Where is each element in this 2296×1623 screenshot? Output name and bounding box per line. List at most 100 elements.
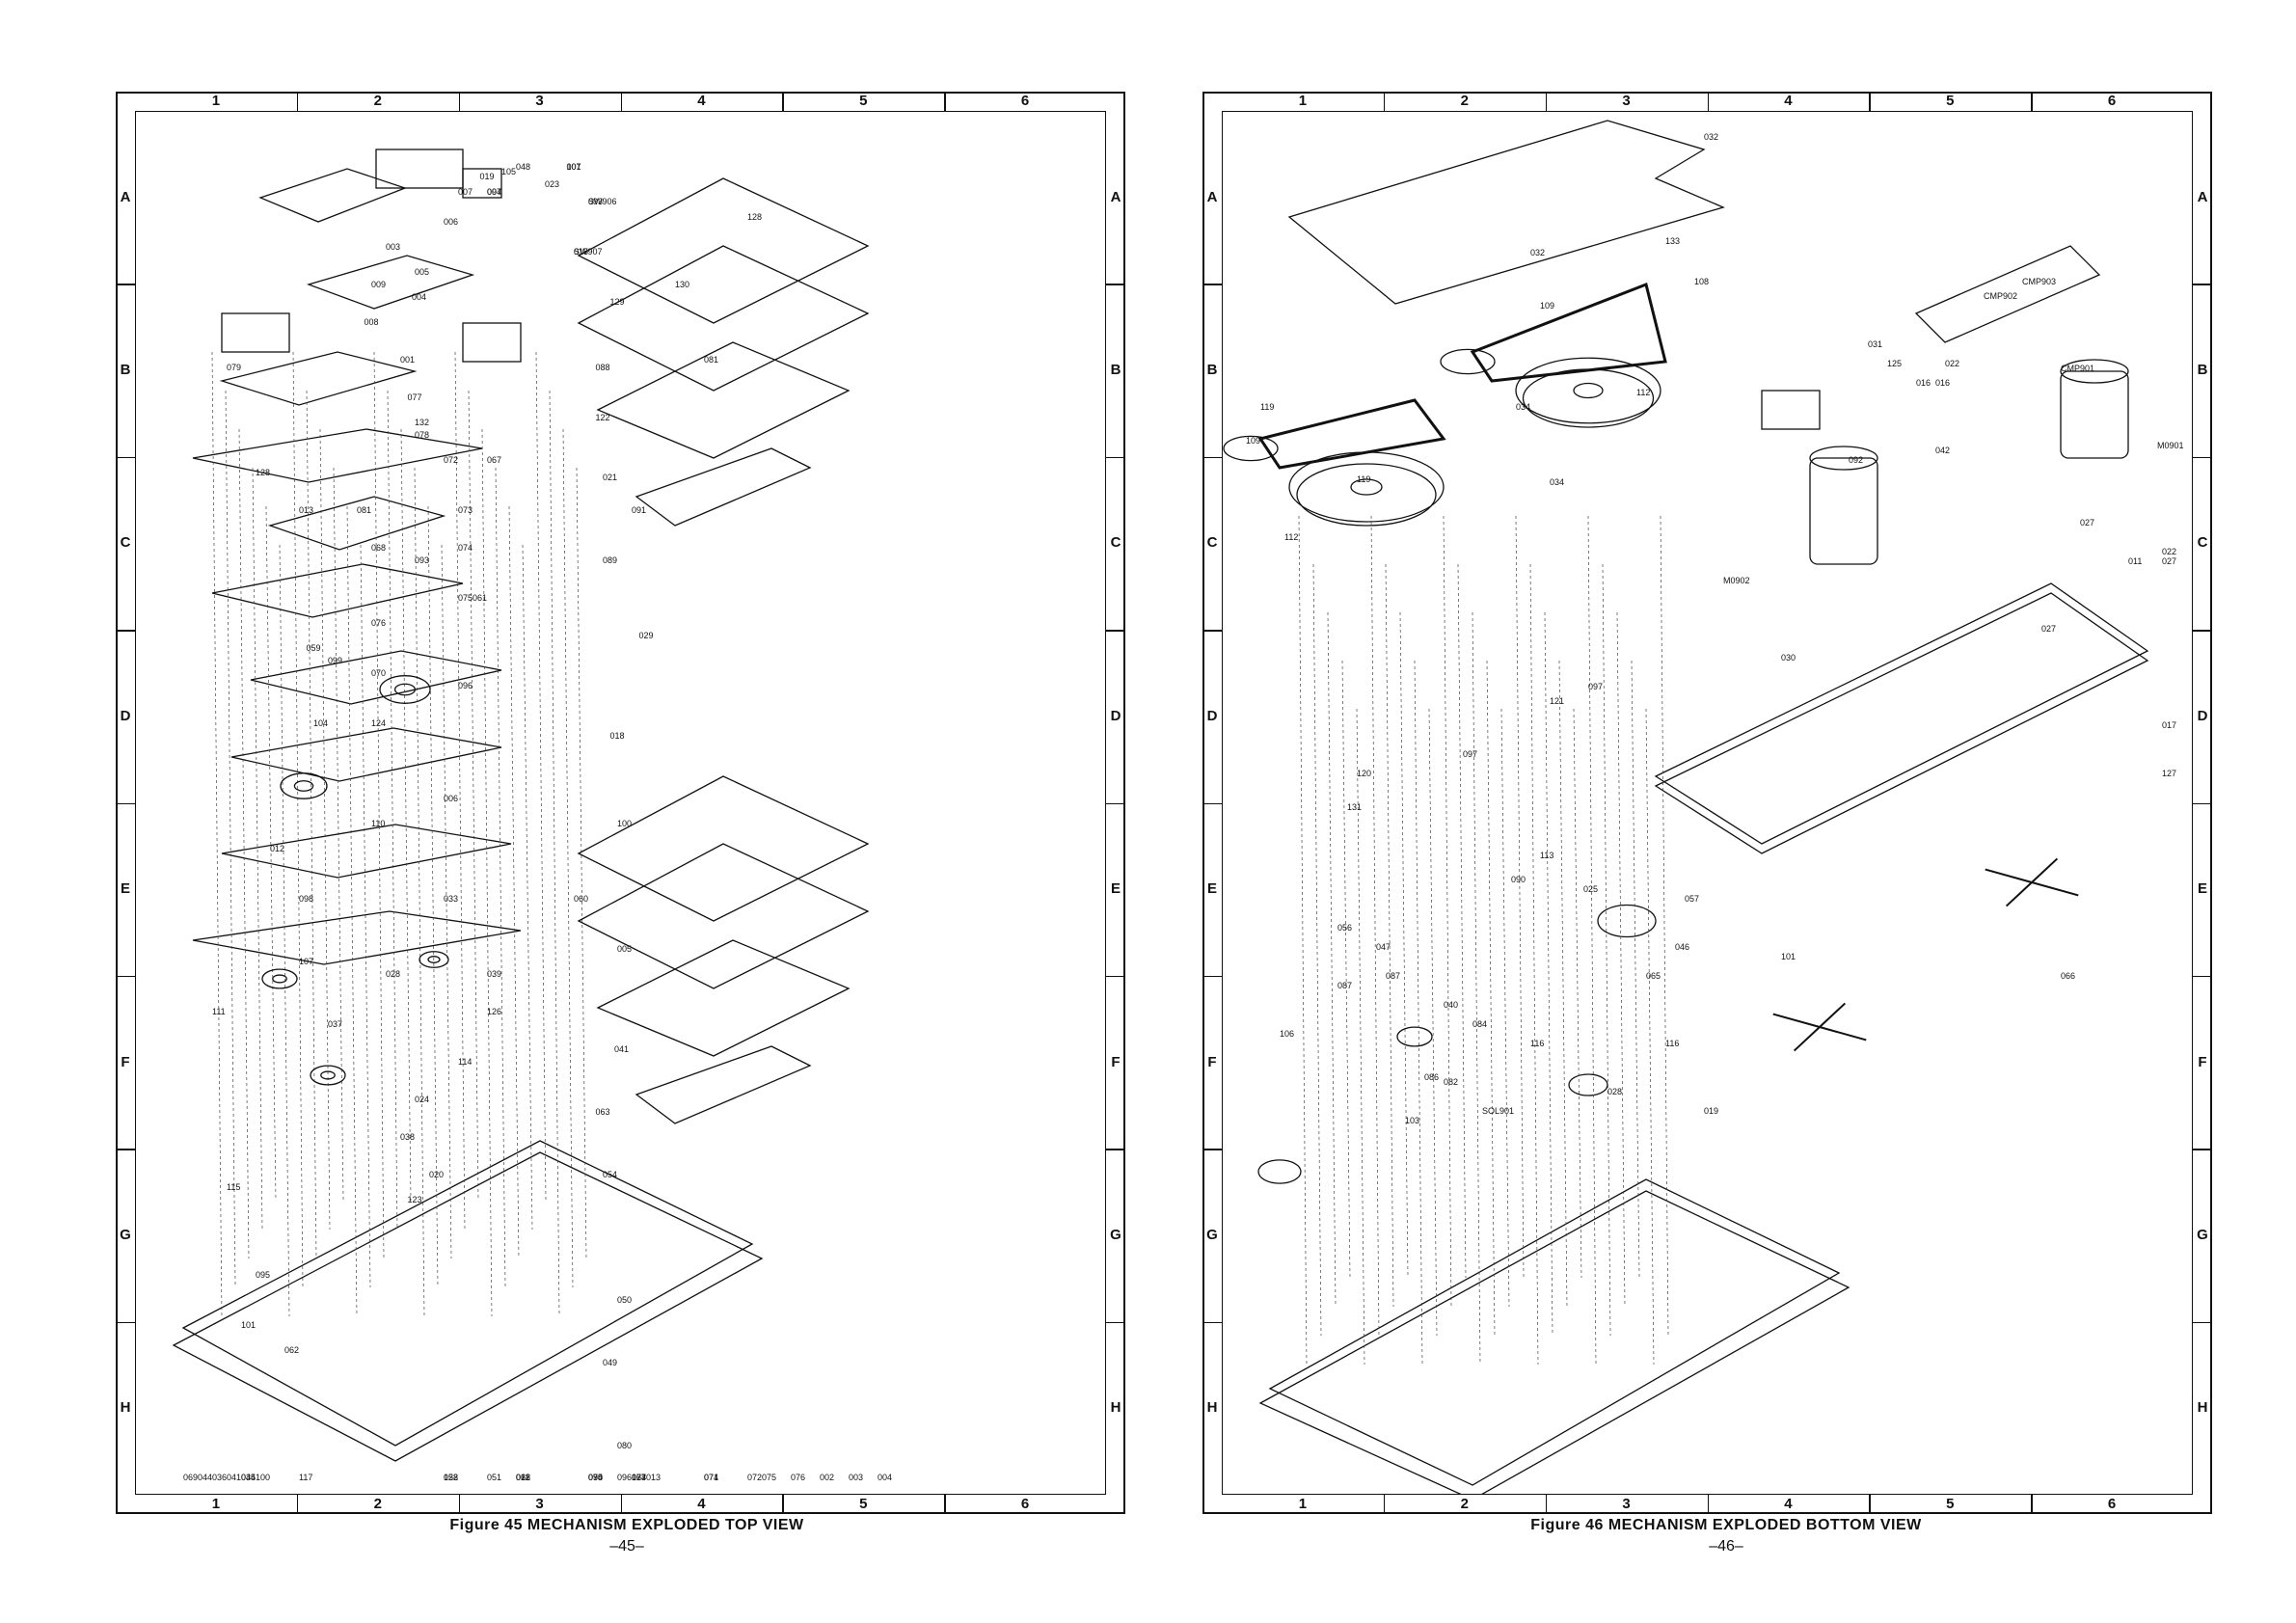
- part-label: 088: [596, 363, 610, 372]
- grid-row-G-r: G: [2197, 1226, 2208, 1243]
- part-label: 074: [458, 543, 473, 553]
- grid-row-divider: [116, 975, 135, 978]
- part-label: 032: [1704, 132, 1718, 142]
- part-label: 017: [2162, 720, 2176, 730]
- grid-row-divider: [2193, 456, 2212, 459]
- mechanism-plate: [211, 563, 464, 618]
- part-label: 003: [849, 1473, 863, 1482]
- part-label: 089: [603, 555, 617, 565]
- part-label: 020: [429, 1170, 444, 1179]
- right-figure-caption: Figure 46 MECHANISM EXPLODED BOTTOM VIEW: [1530, 1517, 1922, 1533]
- part-label: SOL901: [1482, 1106, 1514, 1116]
- part-label: 130: [675, 280, 689, 289]
- part-label: 046: [1675, 942, 1689, 952]
- pulley: [1223, 435, 1279, 462]
- grid-column-divider: [782, 93, 784, 111]
- gear: [1257, 1159, 1302, 1184]
- part-label: 027: [2162, 556, 2176, 566]
- part-label: 070: [588, 1473, 603, 1482]
- grid-row-D-l: D: [120, 707, 131, 724]
- exploded-guide-line: [495, 467, 506, 1288]
- part-label: 103: [1405, 1116, 1419, 1125]
- exploded-guide-line: [333, 467, 344, 1202]
- grid-row-F-l: F: [121, 1053, 130, 1070]
- grid-column-2-top: 2: [373, 93, 382, 109]
- part-label: 039: [487, 969, 501, 979]
- grid-column-divider: [458, 93, 461, 111]
- part-label: 128: [747, 212, 762, 222]
- flywheel: [1515, 357, 1661, 424]
- part-label: 016: [1916, 378, 1931, 388]
- grid-row-B-r: B: [2197, 362, 2208, 379]
- grid-row-C-r: C: [1110, 534, 1121, 552]
- exploded-guide-line: [1544, 611, 1553, 1337]
- part-label: 119: [1357, 474, 1370, 484]
- exploded-guide-line: [346, 505, 358, 1317]
- part-label: 027: [2080, 518, 2094, 527]
- exploded-guide-line: [454, 351, 466, 1231]
- part-label: 008: [365, 317, 379, 327]
- grid-row-H-l: H: [1206, 1399, 1218, 1417]
- grid-row-divider: [1106, 975, 1125, 978]
- exploded-guide-line: [1573, 708, 1582, 1279]
- part-label: 054: [588, 1473, 603, 1482]
- part-label: 081: [357, 505, 371, 515]
- grid-row-B-r: B: [1110, 362, 1121, 379]
- mechanism-plate: [230, 727, 502, 782]
- part-label: 044: [198, 1473, 212, 1482]
- part-label: 090: [1511, 875, 1526, 884]
- grid-column-5-bot: 5: [859, 1496, 868, 1512]
- part-label: 101: [241, 1320, 256, 1330]
- exploded-guide-line: [1558, 660, 1568, 1308]
- grid-row-divider: [1202, 630, 1222, 632]
- grid-row-divider: [116, 456, 135, 459]
- part-label: 127: [2162, 769, 2176, 778]
- grid-column-divider: [2031, 93, 2033, 111]
- part-label: 004: [412, 292, 426, 302]
- part-label: 097: [1463, 749, 1477, 759]
- grid-row-C-l: C: [1206, 534, 1218, 552]
- exploded-guide-line: [1602, 563, 1611, 1337]
- part-label: 033: [444, 894, 458, 904]
- grid-row-divider: [1202, 456, 1222, 459]
- part-label: 022: [1945, 359, 1959, 368]
- exploded-guide-line: [1500, 708, 1510, 1308]
- exploded-guide-line: [1515, 515, 1525, 1279]
- part-label: 112: [1636, 388, 1650, 397]
- grid-column-3-bot: 3: [535, 1496, 544, 1512]
- part-label: 037: [328, 1019, 342, 1029]
- grid-column-4-bot: 4: [697, 1496, 706, 1512]
- head-cover: [635, 447, 812, 527]
- exploded-guide-line: [1645, 708, 1655, 1366]
- part-label: 036: [212, 1473, 227, 1482]
- part-label: 116: [1530, 1039, 1544, 1048]
- flywheel-rim: [1296, 463, 1437, 527]
- mechanism-plate: [267, 496, 446, 551]
- part-label: SW906: [588, 197, 617, 206]
- exploded-guide-line: [535, 351, 547, 1202]
- part-label: 086: [1424, 1072, 1439, 1082]
- exploded-guide-line: [1616, 611, 1626, 1308]
- grid-column-1-bot: 1: [1298, 1496, 1308, 1512]
- part-label: 011: [2128, 556, 2142, 566]
- right-page-number: –46–: [1709, 1538, 1743, 1555]
- exploded-guide-line: [1587, 515, 1597, 1366]
- part-label: 006: [444, 217, 458, 227]
- grid-row-F-r: F: [1111, 1053, 1121, 1070]
- grid-column-divider: [1545, 1495, 1548, 1514]
- connector-block: [462, 168, 502, 199]
- part-label: 073: [458, 505, 473, 515]
- part-label: 056: [1337, 923, 1352, 933]
- part-label: 113: [1540, 851, 1553, 860]
- part-label: 018: [610, 731, 625, 741]
- part-label: 031: [1868, 339, 1882, 349]
- part-label: 007: [458, 187, 473, 197]
- part-label: 007: [487, 187, 501, 197]
- grid-row-divider: [1202, 975, 1222, 978]
- part-label: 068: [516, 1473, 530, 1482]
- part-label: 013: [646, 1473, 661, 1482]
- grid-column-3-bot: 3: [1622, 1496, 1631, 1512]
- grid-row-H-r: H: [1110, 1399, 1121, 1417]
- part-label: 120: [1357, 769, 1371, 778]
- part-label: 097: [1588, 682, 1603, 691]
